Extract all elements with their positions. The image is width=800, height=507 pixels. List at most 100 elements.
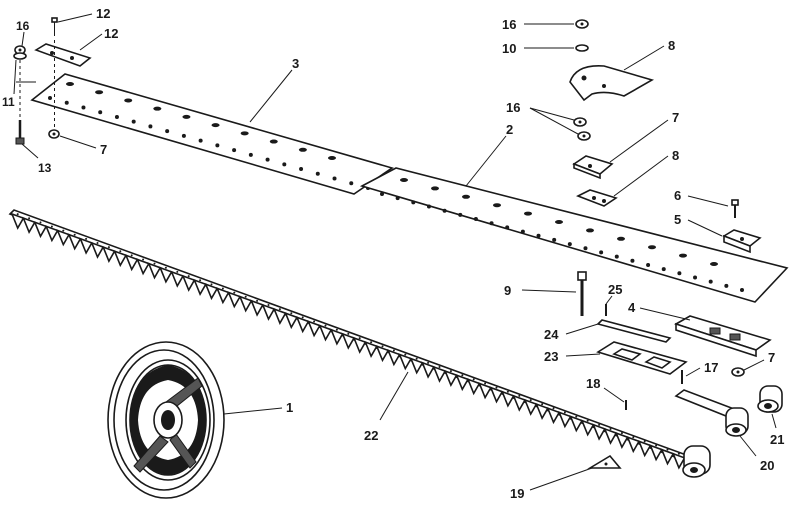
knife-rivet — [187, 275, 190, 278]
part-2-holes — [380, 178, 744, 292]
knife-section — [261, 303, 276, 321]
knife-rivet — [39, 221, 42, 224]
part-10-bracket — [569, 65, 655, 102]
part-22-rivets — [16, 213, 692, 459]
knife-rivet — [609, 428, 612, 430]
bar-slot — [298, 147, 307, 152]
part-12-washer-left — [13, 52, 27, 60]
knife-rivet — [290, 312, 293, 315]
knife-section — [614, 431, 629, 449]
part-16-nut-top — [575, 19, 589, 29]
bar-hole — [148, 124, 153, 129]
bar-hole — [315, 171, 320, 176]
bar-hole — [724, 283, 729, 288]
knife-section — [170, 270, 185, 288]
knife-section — [181, 274, 196, 292]
knife-section — [660, 448, 675, 466]
knife-rivet — [529, 399, 532, 402]
knife-section — [44, 225, 59, 243]
bar-hole — [380, 192, 384, 196]
knife-section — [306, 320, 321, 338]
part-3-holes — [48, 82, 370, 190]
part-21-roller — [757, 385, 783, 413]
knife-rivet — [598, 423, 601, 426]
bar-slot — [555, 220, 563, 224]
bar-slot — [211, 123, 220, 128]
knife-rivet — [404, 353, 407, 356]
knife-rivet — [119, 250, 122, 253]
knife-rivet — [347, 332, 350, 335]
bar-hole — [677, 271, 682, 276]
knife-rivet — [313, 320, 316, 323]
knife-section — [272, 307, 287, 325]
knife-rivet — [73, 233, 76, 236]
part-6-bolt — [731, 199, 739, 218]
callout-24: 24 — [544, 327, 559, 342]
part-23-plate — [596, 341, 688, 375]
bar-hole — [614, 254, 619, 259]
knife-rivet — [199, 279, 202, 282]
callout-12-top: 10 — [502, 41, 516, 56]
bar-hole — [473, 217, 478, 222]
knife-rivet — [620, 432, 623, 435]
knife-section — [204, 282, 219, 301]
callout-12-left: 11 — [2, 95, 15, 109]
part-8-plate — [576, 189, 618, 207]
knife-rivet — [370, 341, 373, 344]
knife-section — [113, 249, 128, 268]
callout-5: 5 — [674, 212, 681, 227]
part-19-section — [587, 454, 622, 469]
knife-rivet — [107, 246, 110, 249]
knife-rivet — [256, 299, 259, 302]
knife-section — [341, 332, 356, 350]
knife-section — [10, 212, 25, 230]
knife-section — [534, 402, 549, 421]
callout-17: 17 — [704, 360, 718, 375]
bar-slot — [679, 253, 687, 258]
knife-section — [500, 390, 515, 408]
bar-hole — [181, 133, 186, 138]
bar-slot — [124, 98, 133, 103]
knife-section — [546, 406, 561, 425]
knife-rivet — [335, 328, 338, 331]
knife-section — [147, 262, 162, 280]
knife-section — [295, 315, 310, 334]
knife-section — [648, 444, 663, 462]
bar-slot — [269, 139, 278, 144]
knife-rivet — [210, 283, 213, 286]
bar-slot — [586, 228, 594, 233]
knife-section — [443, 369, 458, 387]
bar-hole — [661, 267, 666, 272]
knife-section — [56, 229, 71, 247]
callout-11: 9 — [504, 283, 511, 298]
knife-section — [21, 216, 36, 235]
knife-rivet — [655, 444, 658, 447]
callout-21: 21 — [770, 432, 784, 447]
bar-slot — [462, 194, 470, 199]
callout-14: 12 — [96, 6, 110, 21]
knife-section — [33, 220, 48, 239]
knife-section — [569, 415, 584, 433]
callout-15: 13 — [38, 161, 52, 175]
knife-rivet — [449, 370, 452, 373]
knife-section — [603, 427, 618, 445]
knife-section — [512, 394, 527, 412]
callout-7-left: 7 — [100, 142, 107, 157]
bar-hole — [265, 157, 270, 162]
bar-hole — [630, 258, 635, 263]
knife-rivet — [85, 237, 88, 240]
part-22-teeth — [10, 212, 698, 474]
callout-8: 8 — [672, 148, 679, 163]
part-5-block — [722, 229, 762, 254]
callout-19: 19 — [510, 486, 524, 501]
knife-rivet — [563, 411, 566, 414]
bar-hole — [232, 148, 237, 153]
bar-hole — [426, 204, 431, 209]
bar-hole — [708, 279, 713, 284]
knife-section — [455, 373, 470, 392]
bar-hole — [505, 225, 510, 230]
knife-rivet — [575, 415, 578, 418]
knife-section — [489, 386, 504, 404]
knife-section — [135, 258, 150, 276]
bar-hole — [411, 200, 416, 205]
